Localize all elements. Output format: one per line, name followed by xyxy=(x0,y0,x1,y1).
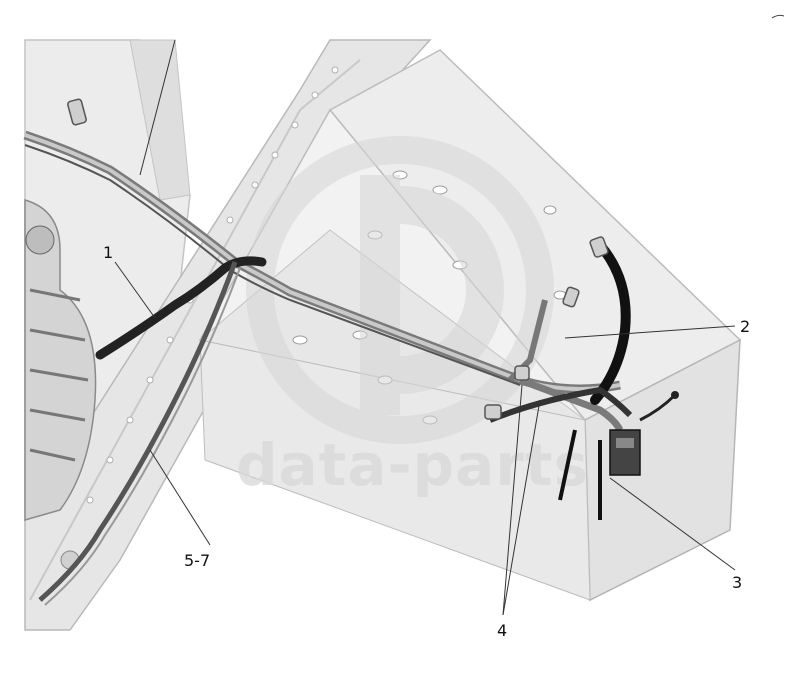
callout-1: 1 xyxy=(103,243,113,262)
cable-part-4 xyxy=(488,386,633,520)
callout-2: 2 xyxy=(740,317,750,336)
starter-motor xyxy=(24,199,97,521)
main-pipe-assembly xyxy=(23,130,624,432)
callout-5-7: 5-7 xyxy=(184,551,210,570)
cable-part-5-7 xyxy=(38,261,241,606)
callout-4: 4 xyxy=(497,621,507,640)
cable-part-1 xyxy=(95,256,267,360)
corner-mark xyxy=(771,14,785,19)
watermark-text: data-parts xyxy=(236,431,589,499)
terminal-connectors xyxy=(67,98,609,420)
watermark-logo xyxy=(246,136,554,444)
battery-switch-part-3 xyxy=(609,391,679,476)
callout-3: 3 xyxy=(732,573,742,592)
leader-lines xyxy=(114,39,736,616)
